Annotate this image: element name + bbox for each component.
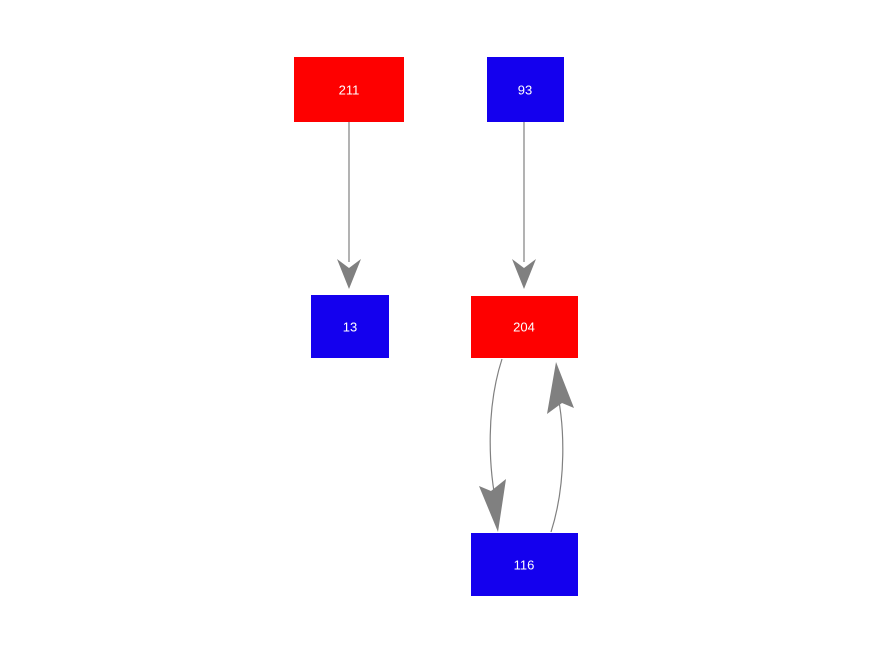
- edge-116-to-204[interactable]: [547, 362, 574, 533]
- node-116[interactable]: 116: [471, 533, 578, 596]
- node-box: [471, 296, 578, 358]
- edge-layer: [337, 122, 574, 533]
- node-layer: 211 93 13 204 116: [294, 57, 578, 596]
- node-211[interactable]: 211: [294, 57, 404, 122]
- edge-211-to-13[interactable]: [337, 122, 361, 289]
- node-box: [487, 57, 564, 122]
- node-93[interactable]: 93: [487, 57, 564, 122]
- edge-93-to-204[interactable]: [512, 122, 536, 289]
- arrowhead-icon: [512, 259, 536, 289]
- arrowhead-icon: [337, 259, 361, 289]
- node-box: [294, 57, 404, 122]
- node-box: [311, 295, 389, 358]
- node-box: [471, 533, 578, 596]
- arrowhead-icon: [547, 362, 574, 414]
- edge-204-to-116[interactable]: [479, 358, 506, 532]
- node-204[interactable]: 204: [471, 296, 578, 358]
- arrowhead-icon: [479, 479, 506, 532]
- node-13[interactable]: 13: [311, 295, 389, 358]
